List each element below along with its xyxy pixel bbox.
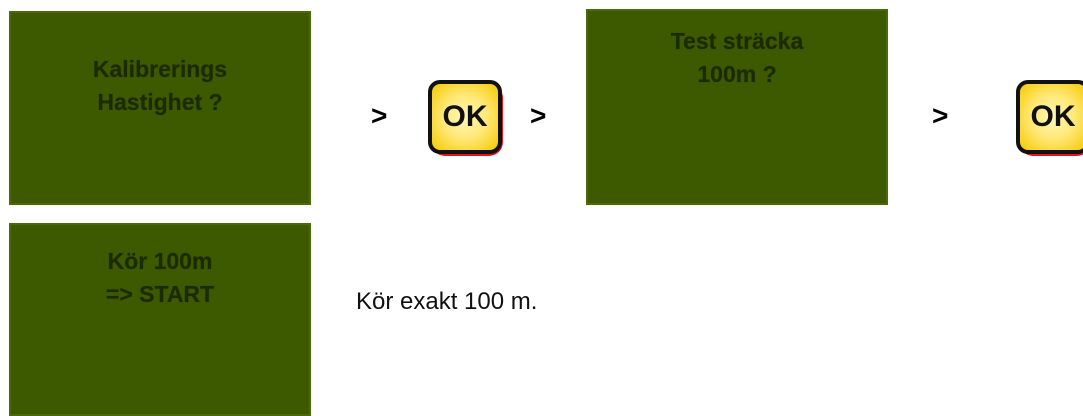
- lcd-display-test-distance: Test sträcka 100m ?: [586, 9, 888, 205]
- instruction-caption: Kör exakt 100 m.: [356, 288, 538, 315]
- ok-button-label: OK: [1030, 100, 1076, 133]
- lcd-text: Kalibrerings Hastighet ?: [9, 53, 311, 119]
- lcd-line-1: Kör 100m: [107, 248, 213, 274]
- lcd-text: Kör 100m => START: [9, 245, 311, 311]
- lcd-line-2: Hastighet ?: [97, 89, 223, 115]
- ok-key-icon: [428, 80, 502, 154]
- ok-button-label: OK: [442, 100, 488, 133]
- lcd-line-1: Test sträcka: [670, 28, 804, 54]
- lcd-text: Test sträcka 100m ?: [586, 25, 888, 91]
- lcd-line-1: Kalibrerings: [92, 56, 228, 82]
- lcd-display-calibration-speed: Kalibrerings Hastighet ?: [9, 11, 311, 205]
- lcd-line-2: 100m ?: [697, 61, 777, 87]
- ok-button[interactable]: OK: [428, 80, 504, 156]
- lcd-display-drive-start: Kör 100m => START: [9, 223, 311, 416]
- lcd-line-2: => START: [105, 281, 215, 307]
- ok-key-icon: [1016, 80, 1083, 154]
- ok-button[interactable]: OK: [1016, 80, 1083, 156]
- arrow-3: >: [932, 100, 949, 131]
- arrow-1: >: [371, 100, 388, 131]
- arrow-2: >: [530, 100, 547, 131]
